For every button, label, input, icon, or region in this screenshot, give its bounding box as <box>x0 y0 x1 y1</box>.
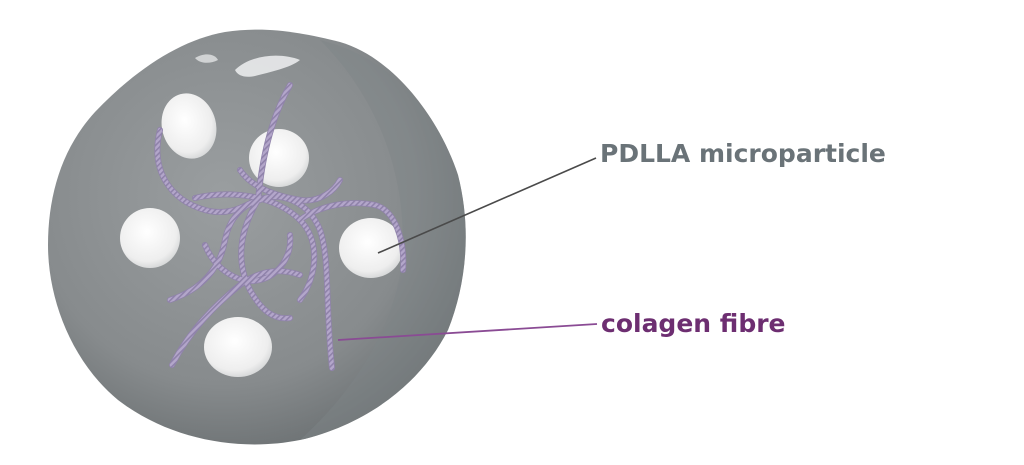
microparticle <box>161 93 217 159</box>
sphere-highlight <box>235 55 300 77</box>
sphere-shading <box>300 40 466 440</box>
microparticle-leader-line <box>377 157 597 254</box>
hydrogel-sphere <box>48 29 466 445</box>
collagen-fibre-label: colagen fibre <box>601 309 786 338</box>
collagen-fibres <box>154 82 407 371</box>
microparticle <box>339 218 403 278</box>
microparticle <box>204 317 272 377</box>
microparticle-label: PDLLA microparticle <box>600 139 886 168</box>
microparticle <box>120 208 180 268</box>
sphere-highlight <box>195 54 218 63</box>
fibre-leader-line <box>337 323 598 341</box>
